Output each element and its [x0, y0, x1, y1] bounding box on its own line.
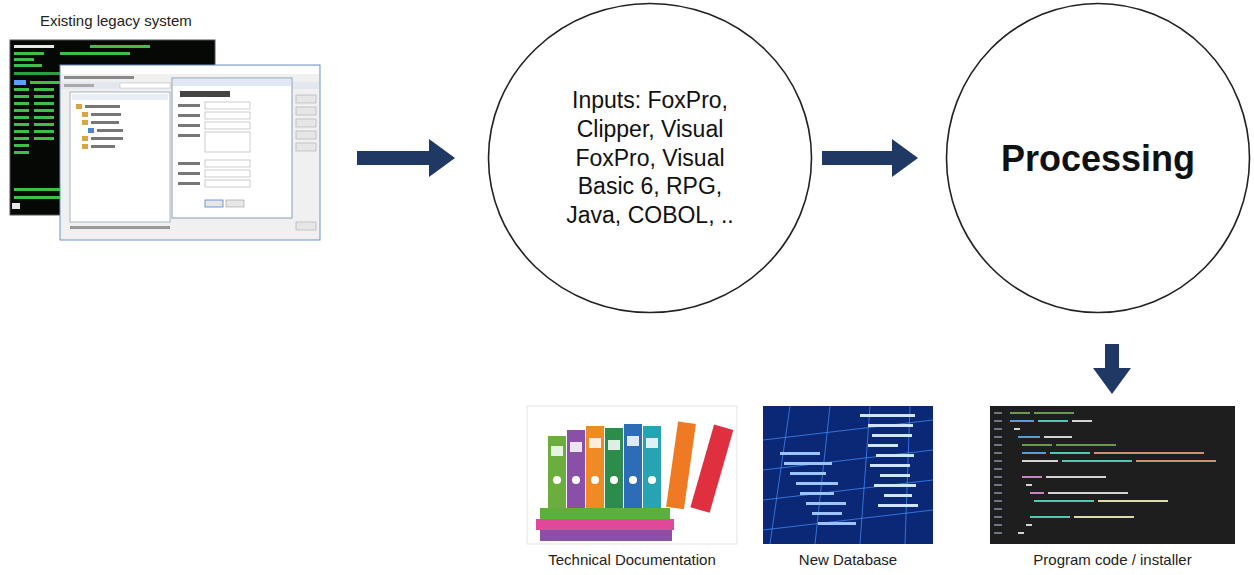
window-screenshot [60, 65, 320, 240]
circle-label: Processing [968, 136, 1228, 181]
flow-arrow [822, 139, 918, 177]
circle-content: Inputs: FoxPro, Clipper, Visual FoxPro, … [487, 2, 813, 314]
flow-arrow [1093, 344, 1131, 394]
circle-content: Processing [945, 2, 1251, 314]
caption-label: Technical Documentation [527, 551, 737, 569]
binders-picture [527, 406, 737, 544]
input-circle: Inputs: FoxPro, Clipper, Visual FoxPro, … [487, 2, 813, 314]
database-picture [763, 406, 933, 544]
legacy-system: Existing legacy system [10, 12, 322, 242]
caption-label: New Database [763, 551, 933, 569]
flow-arrow [357, 139, 455, 177]
code-picture [990, 406, 1235, 544]
circle-label: Inputs: FoxPro, Clipper, Visual FoxPro, … [555, 86, 745, 230]
output-database: New Database [763, 406, 933, 569]
circle-text-column: Processing [968, 136, 1228, 181]
processing-circle: Processing [945, 2, 1251, 314]
heading-label: Existing legacy system [40, 12, 192, 30]
output-documentation: Technical Documentation [527, 406, 737, 569]
output-program: Program code / installer [990, 406, 1235, 569]
caption-label: Program code / installer [990, 551, 1235, 569]
circle-text-column: Inputs: FoxPro, Clipper, Visual FoxPro, … [555, 86, 745, 230]
